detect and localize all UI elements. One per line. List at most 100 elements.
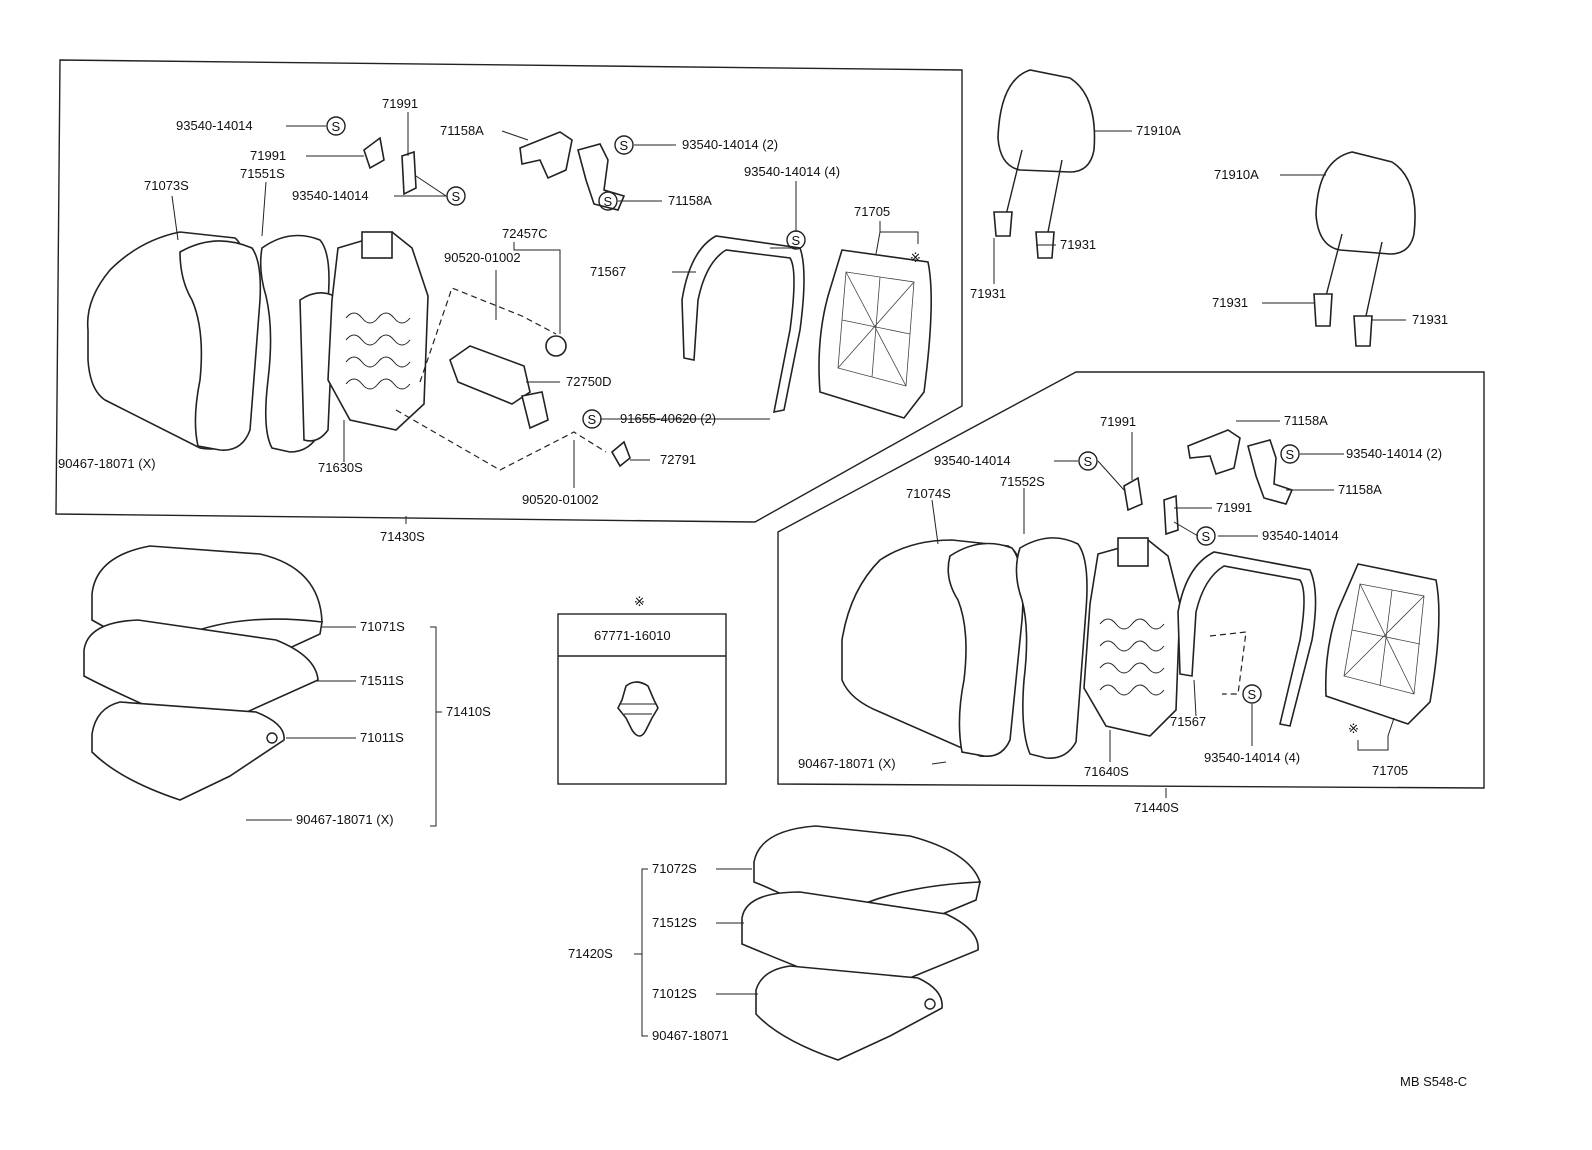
- label-71931-c: 71931: [1212, 295, 1248, 310]
- bolt-symbol-letter: S: [792, 233, 801, 248]
- headrest-guide-b2: [1353, 315, 1373, 347]
- headrest-guide-b1: [1313, 293, 1333, 327]
- seatback-frame-springs: [345, 312, 411, 390]
- label-71158A-a: 71158A: [440, 123, 484, 138]
- cushion-frame-bolt-a: [266, 732, 278, 744]
- label-93540-14014-4a: 93540-14014 (4): [744, 164, 840, 179]
- note-symbol-b: ※: [634, 594, 645, 609]
- back-board-71567-b: [1177, 551, 1317, 727]
- label-71640S: 71640S: [1084, 764, 1129, 779]
- label-93540-14014-c: 93540-14014: [934, 453, 1011, 468]
- label-71991-b: 71991: [250, 148, 286, 163]
- label-90467-18071-c: 90467-18071 (X): [296, 812, 394, 827]
- cushion-pad-71512S: [741, 891, 979, 987]
- bolt-symbol-circle: [614, 135, 634, 155]
- bolt-symbol-circle: [598, 191, 618, 211]
- label-90467-18071-a: 90467-18071 (X): [58, 456, 156, 471]
- bolt-symbol-letter: S: [604, 194, 613, 209]
- label-71931-b: 71931: [970, 286, 1006, 301]
- headrest-71910A-a: [997, 69, 1096, 173]
- headrest-71910A-b: [1315, 151, 1416, 255]
- bolt-symbol-letter: S: [1248, 687, 1257, 702]
- back-panel-hatch-a: [837, 271, 915, 387]
- bolt-symbol-letter: S: [332, 119, 341, 134]
- cushion-pad-71511S: [83, 619, 319, 721]
- label-90467-18071-d: 90467-18071: [652, 1028, 729, 1043]
- headrest-post-a1: [1005, 149, 1023, 216]
- headrest-post-a2: [1047, 159, 1063, 233]
- seatback-cover-front: [179, 240, 262, 451]
- label-93540-14014-d: 93540-14014: [1262, 528, 1339, 543]
- label-93540-14014-4b: 93540-14014 (4): [1204, 750, 1300, 765]
- label-93540-14014-b: 93540-14014: [292, 188, 369, 203]
- armrest-hinge: [521, 391, 549, 430]
- label-71073S: 71073S: [144, 178, 189, 193]
- label-group-71430S: 71430S: [380, 529, 425, 544]
- bolt-symbol-letter: S: [452, 189, 461, 204]
- label-71071S: 71071S: [360, 619, 405, 634]
- armrest-part: [449, 345, 531, 405]
- bolt-symbol-circle: [326, 116, 346, 136]
- headrest-guide-a1: [993, 211, 1013, 237]
- label-group-71420S: 71420S: [568, 946, 613, 961]
- clip-67771-16010-icon: [617, 681, 659, 737]
- label-72750D: 72750D: [566, 374, 612, 389]
- cushion-frame-71011S: [91, 701, 285, 801]
- label-71074S: 71074S: [906, 486, 951, 501]
- label-71991-a: 71991: [382, 96, 418, 111]
- label-71552S: 71552S: [1000, 474, 1045, 489]
- label-71991-d: 71991: [1216, 500, 1252, 515]
- bolt-symbol-letter: S: [1286, 447, 1295, 462]
- seatback-cover-front-right: [947, 542, 1024, 757]
- label-72457C: 72457C: [502, 226, 548, 241]
- footer-code: MB S548-C: [1400, 1074, 1467, 1089]
- label-71567-b: 71567: [1170, 714, 1206, 729]
- label-67771-16010: 67771-16010: [594, 628, 671, 643]
- bracket-71991-a: [363, 136, 385, 170]
- label-71910A-b: 71910A: [1214, 167, 1259, 182]
- label-71512S: 71512S: [652, 915, 697, 930]
- seatback-frame-part-right: [1083, 539, 1181, 737]
- bolt-symbol-circle: [1078, 451, 1098, 471]
- bracket-71991-b: [401, 150, 417, 196]
- seatback-pad-side: [299, 292, 335, 442]
- label-71012S: 71012S: [652, 986, 697, 1001]
- back-panel-71705-b: [1324, 563, 1440, 725]
- bolt-symbol-letter: S: [1084, 454, 1093, 469]
- bolt-symbol-circle: [446, 186, 466, 206]
- label-71072S: 71072S: [652, 861, 697, 876]
- group-box-71440S: [777, 371, 1485, 789]
- note-symbol-c: ※: [1348, 721, 1359, 736]
- label-93540-14014-a: 93540-14014: [176, 118, 253, 133]
- label-93540-14014-2b: 93540-14014 (2): [1346, 446, 1442, 461]
- seatback-pad-part-right: [1015, 537, 1088, 759]
- seatback-frame-part: [327, 231, 429, 431]
- label-71551S: 71551S: [240, 166, 285, 181]
- label-71158A-c: 71158A: [1284, 413, 1328, 428]
- armrest-cap: [545, 335, 567, 357]
- label-71705-a: 71705: [854, 204, 890, 219]
- bracket-71991-c: [1123, 476, 1143, 512]
- part-labels: 93540-14014 71991 71991 93540-14014 7107…: [58, 96, 1467, 1089]
- dash-armrest-lower: [395, 409, 607, 471]
- bracket-71991-d: [1163, 494, 1179, 536]
- label-71511S: 71511S: [360, 673, 404, 688]
- headrest-post-b1: [1325, 233, 1343, 297]
- label-90520-01002-b: 90520-01002: [522, 492, 599, 507]
- frame-headrest-bracket: [361, 231, 393, 259]
- label-71705-b: 71705: [1372, 763, 1408, 778]
- label-71567-a: 71567: [590, 264, 626, 279]
- bolt-symbol-letter: S: [1202, 529, 1211, 544]
- label-93540-14014-2a: 93540-14014 (2): [682, 137, 778, 152]
- label-71991-c: 71991: [1100, 414, 1136, 429]
- label-71630S: 71630S: [318, 460, 363, 475]
- bolt-symbol-letter: S: [588, 412, 597, 427]
- bracket-71158A-a: [519, 131, 573, 180]
- label-90467-18071-b: 90467-18071 (X): [798, 756, 896, 771]
- back-panel-hatch-b: [1343, 583, 1425, 695]
- bracket-71158A-c: [1187, 429, 1241, 476]
- label-group-71410S: 71410S: [446, 704, 491, 719]
- back-board-71567-a: [681, 235, 805, 414]
